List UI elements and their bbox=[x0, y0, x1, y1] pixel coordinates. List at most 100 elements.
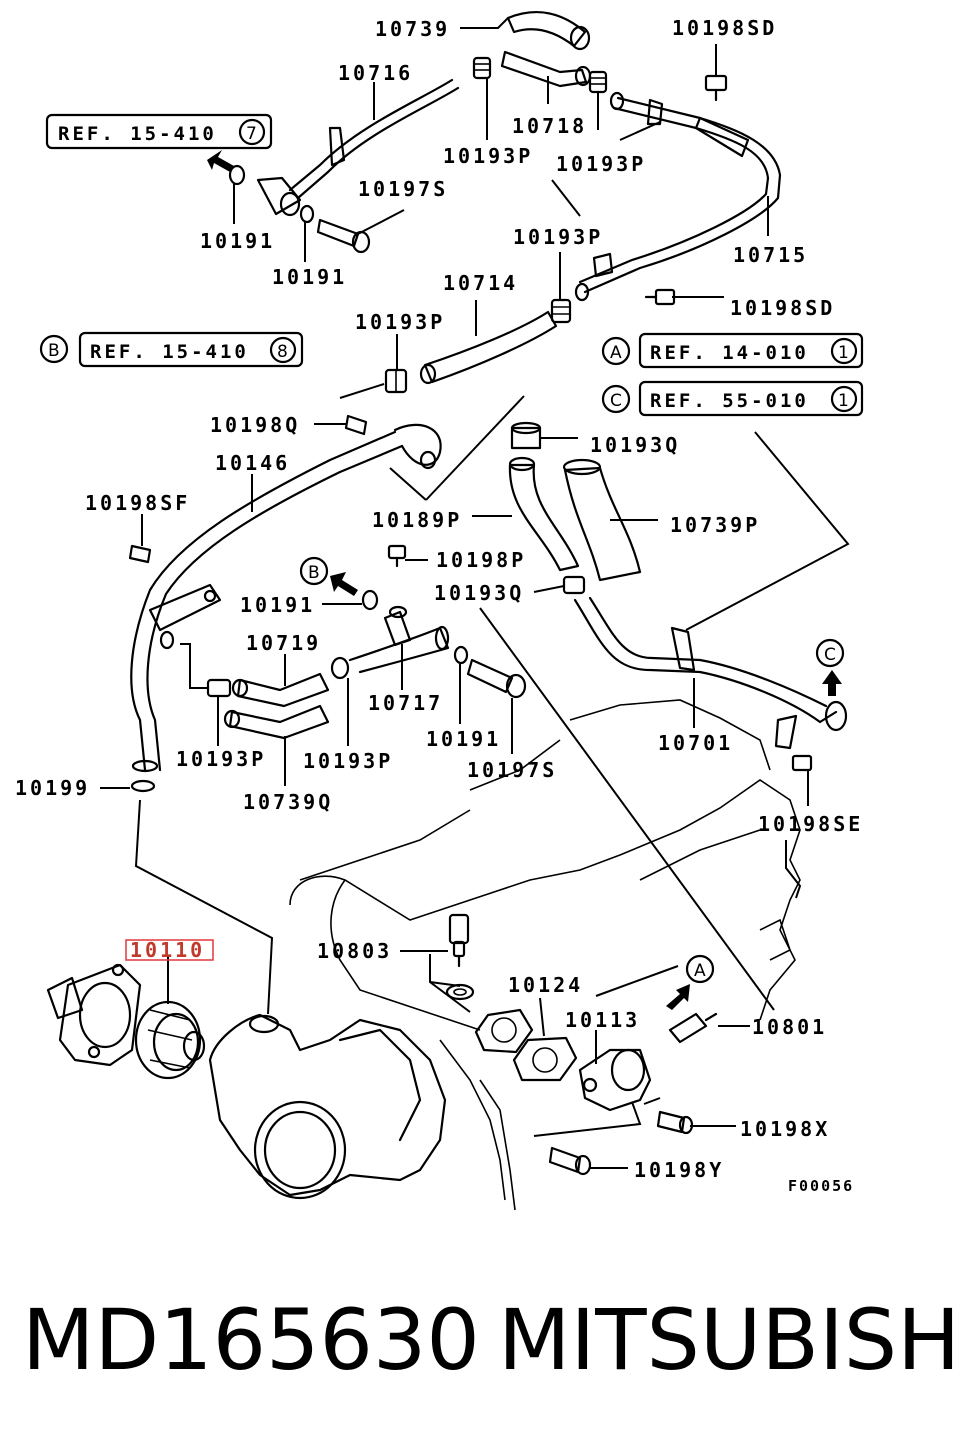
pipe-10716 bbox=[256, 78, 460, 217]
footer-caption: MD165630 MITSUBISHI bbox=[0, 1285, 960, 1395]
thermostat-10110 bbox=[134, 1000, 206, 1080]
label-10191-d: 10191 bbox=[426, 727, 501, 751]
label-10701: 10701 bbox=[658, 731, 733, 755]
pipe-10717 bbox=[348, 605, 450, 674]
arrow-C: C bbox=[815, 638, 845, 696]
hose-10739P bbox=[562, 458, 642, 582]
label-10193P-a: 10193P bbox=[443, 144, 533, 168]
label-10146: 10146 bbox=[215, 451, 290, 475]
bolt-10198Y bbox=[548, 1146, 592, 1176]
arrow-C-label: C bbox=[824, 645, 836, 665]
label-10719: 10719 bbox=[246, 631, 321, 655]
ref-1a-text: REF. 14-010 bbox=[650, 342, 809, 364]
label-10198X: 10198X bbox=[740, 1117, 830, 1141]
bolt-10198SF bbox=[128, 544, 152, 564]
clamp-10193Q-low bbox=[562, 575, 586, 595]
label-10191-b: 10191 bbox=[272, 265, 347, 289]
ref-1a-marker: A bbox=[610, 343, 622, 363]
clamp-10193P-top-a bbox=[472, 56, 492, 80]
thermostat-cover bbox=[46, 963, 142, 1067]
ref-box-1c: C REF. 55-010 1 bbox=[601, 380, 864, 417]
label-10189P: 10189P bbox=[372, 508, 462, 532]
label-10193P-c: 10193P bbox=[513, 225, 603, 249]
label-10193P-b: 10193P bbox=[556, 152, 646, 176]
label-10193Q-a: 10193Q bbox=[590, 433, 680, 457]
ref-7-text: REF. 15-410 bbox=[58, 123, 217, 145]
label-10739P: 10739P bbox=[670, 513, 760, 537]
brand-name: MITSUBISHI bbox=[498, 1291, 960, 1389]
label-10198SD-top: 10198SD bbox=[672, 16, 777, 40]
clamp-10193P-low-left bbox=[206, 678, 232, 698]
clamp-10193P-top-b bbox=[588, 70, 608, 94]
ref-8-text: REF. 15-410 bbox=[90, 341, 249, 363]
label-10193P-e: 10193P bbox=[176, 747, 266, 771]
label-10193P-d: 10193P bbox=[355, 310, 445, 334]
part-number: MD165630 bbox=[22, 1291, 480, 1389]
label-10198SF: 10198SF bbox=[85, 491, 190, 515]
hose-10739Q bbox=[223, 704, 330, 740]
bolt-10198X bbox=[656, 1110, 694, 1135]
label-10198Q: 10198Q bbox=[210, 413, 300, 437]
bolt-10198Q bbox=[344, 414, 368, 436]
label-10197S-top: 10197S bbox=[358, 177, 448, 201]
pipe-10146 bbox=[130, 423, 442, 793]
label-10803: 10803 bbox=[317, 939, 392, 963]
arrow-B-label: B bbox=[308, 563, 320, 583]
ref-1c-text: REF. 55-010 bbox=[650, 390, 809, 412]
pipe-10701 bbox=[573, 596, 848, 750]
part-labels: 10739 10198SD 10716 10718 10193P 10193P … bbox=[15, 16, 863, 1195]
label-10198SD-mid: 10198SD bbox=[730, 296, 835, 320]
oring-10191-left bbox=[361, 589, 379, 611]
ref-box-7: REF. 15-410 7 bbox=[45, 113, 273, 150]
exploded-parts-diagram: REF. 15-410 7 B REF. 15-410 8 A REF. 14-… bbox=[15, 10, 864, 1211]
label-10193Q-b: 10193Q bbox=[434, 581, 524, 605]
oring-10191-top-left bbox=[228, 164, 246, 186]
ref-box-1a: A REF. 14-010 1 bbox=[601, 332, 864, 369]
ref-7-num: 7 bbox=[246, 124, 257, 144]
label-10113: 10113 bbox=[565, 1008, 640, 1032]
oring-10191-right bbox=[453, 645, 469, 665]
label-10714: 10714 bbox=[443, 271, 518, 295]
bolt-10198SD-mid bbox=[644, 288, 676, 306]
bolt-10198SE bbox=[791, 754, 813, 772]
clamp-10193P-low-right bbox=[330, 656, 350, 680]
label-10715: 10715 bbox=[733, 243, 808, 267]
bolt-10198SD-top bbox=[704, 74, 728, 102]
clamp-10193P-mid bbox=[550, 298, 572, 324]
label-10199: 10199 bbox=[15, 776, 90, 800]
label-10197S-low: 10197S bbox=[467, 758, 557, 782]
label-10716: 10716 bbox=[338, 61, 413, 85]
hose-10719 bbox=[231, 672, 330, 708]
ref-1c-num: 1 bbox=[838, 391, 849, 411]
label-10198SE: 10198SE bbox=[758, 812, 863, 836]
label-10198P: 10198P bbox=[436, 548, 526, 572]
label-10718: 10718 bbox=[512, 114, 587, 138]
clamp-10193Q-top bbox=[510, 421, 542, 450]
bolt-10198P bbox=[387, 544, 407, 568]
arrow-B: B bbox=[299, 556, 358, 596]
leader-lines bbox=[100, 17, 850, 1169]
label-10739: 10739 bbox=[375, 17, 450, 41]
oring-10191-top-mid bbox=[299, 204, 315, 224]
label-10124: 10124 bbox=[508, 973, 583, 997]
highlight-box-10110 bbox=[125, 939, 214, 961]
arrow-A: A bbox=[666, 954, 715, 1010]
label-10193P-f: 10193P bbox=[303, 749, 393, 773]
label-10717: 10717 bbox=[368, 691, 443, 715]
arrow-ref7 bbox=[207, 150, 234, 172]
gasket-10124 bbox=[474, 1008, 534, 1054]
label-10191-c: 10191 bbox=[240, 593, 315, 617]
hose-10189P bbox=[508, 456, 580, 572]
sensor-10801 bbox=[668, 1012, 718, 1044]
gasket-10113-flange bbox=[512, 1036, 578, 1082]
ref-8-marker: B bbox=[48, 341, 60, 361]
water-pump-assembly bbox=[208, 1013, 516, 1211]
label-10191-a: 10191 bbox=[200, 229, 275, 253]
ref-1c-marker: C bbox=[610, 391, 622, 411]
label-10739Q: 10739Q bbox=[243, 790, 333, 814]
hose-10739-top bbox=[506, 10, 591, 51]
bolt-10197S-top bbox=[316, 218, 371, 254]
label-10801: 10801 bbox=[752, 1015, 827, 1039]
sensor-10803 bbox=[448, 913, 470, 968]
diagram-code: F00056 bbox=[788, 1177, 854, 1195]
